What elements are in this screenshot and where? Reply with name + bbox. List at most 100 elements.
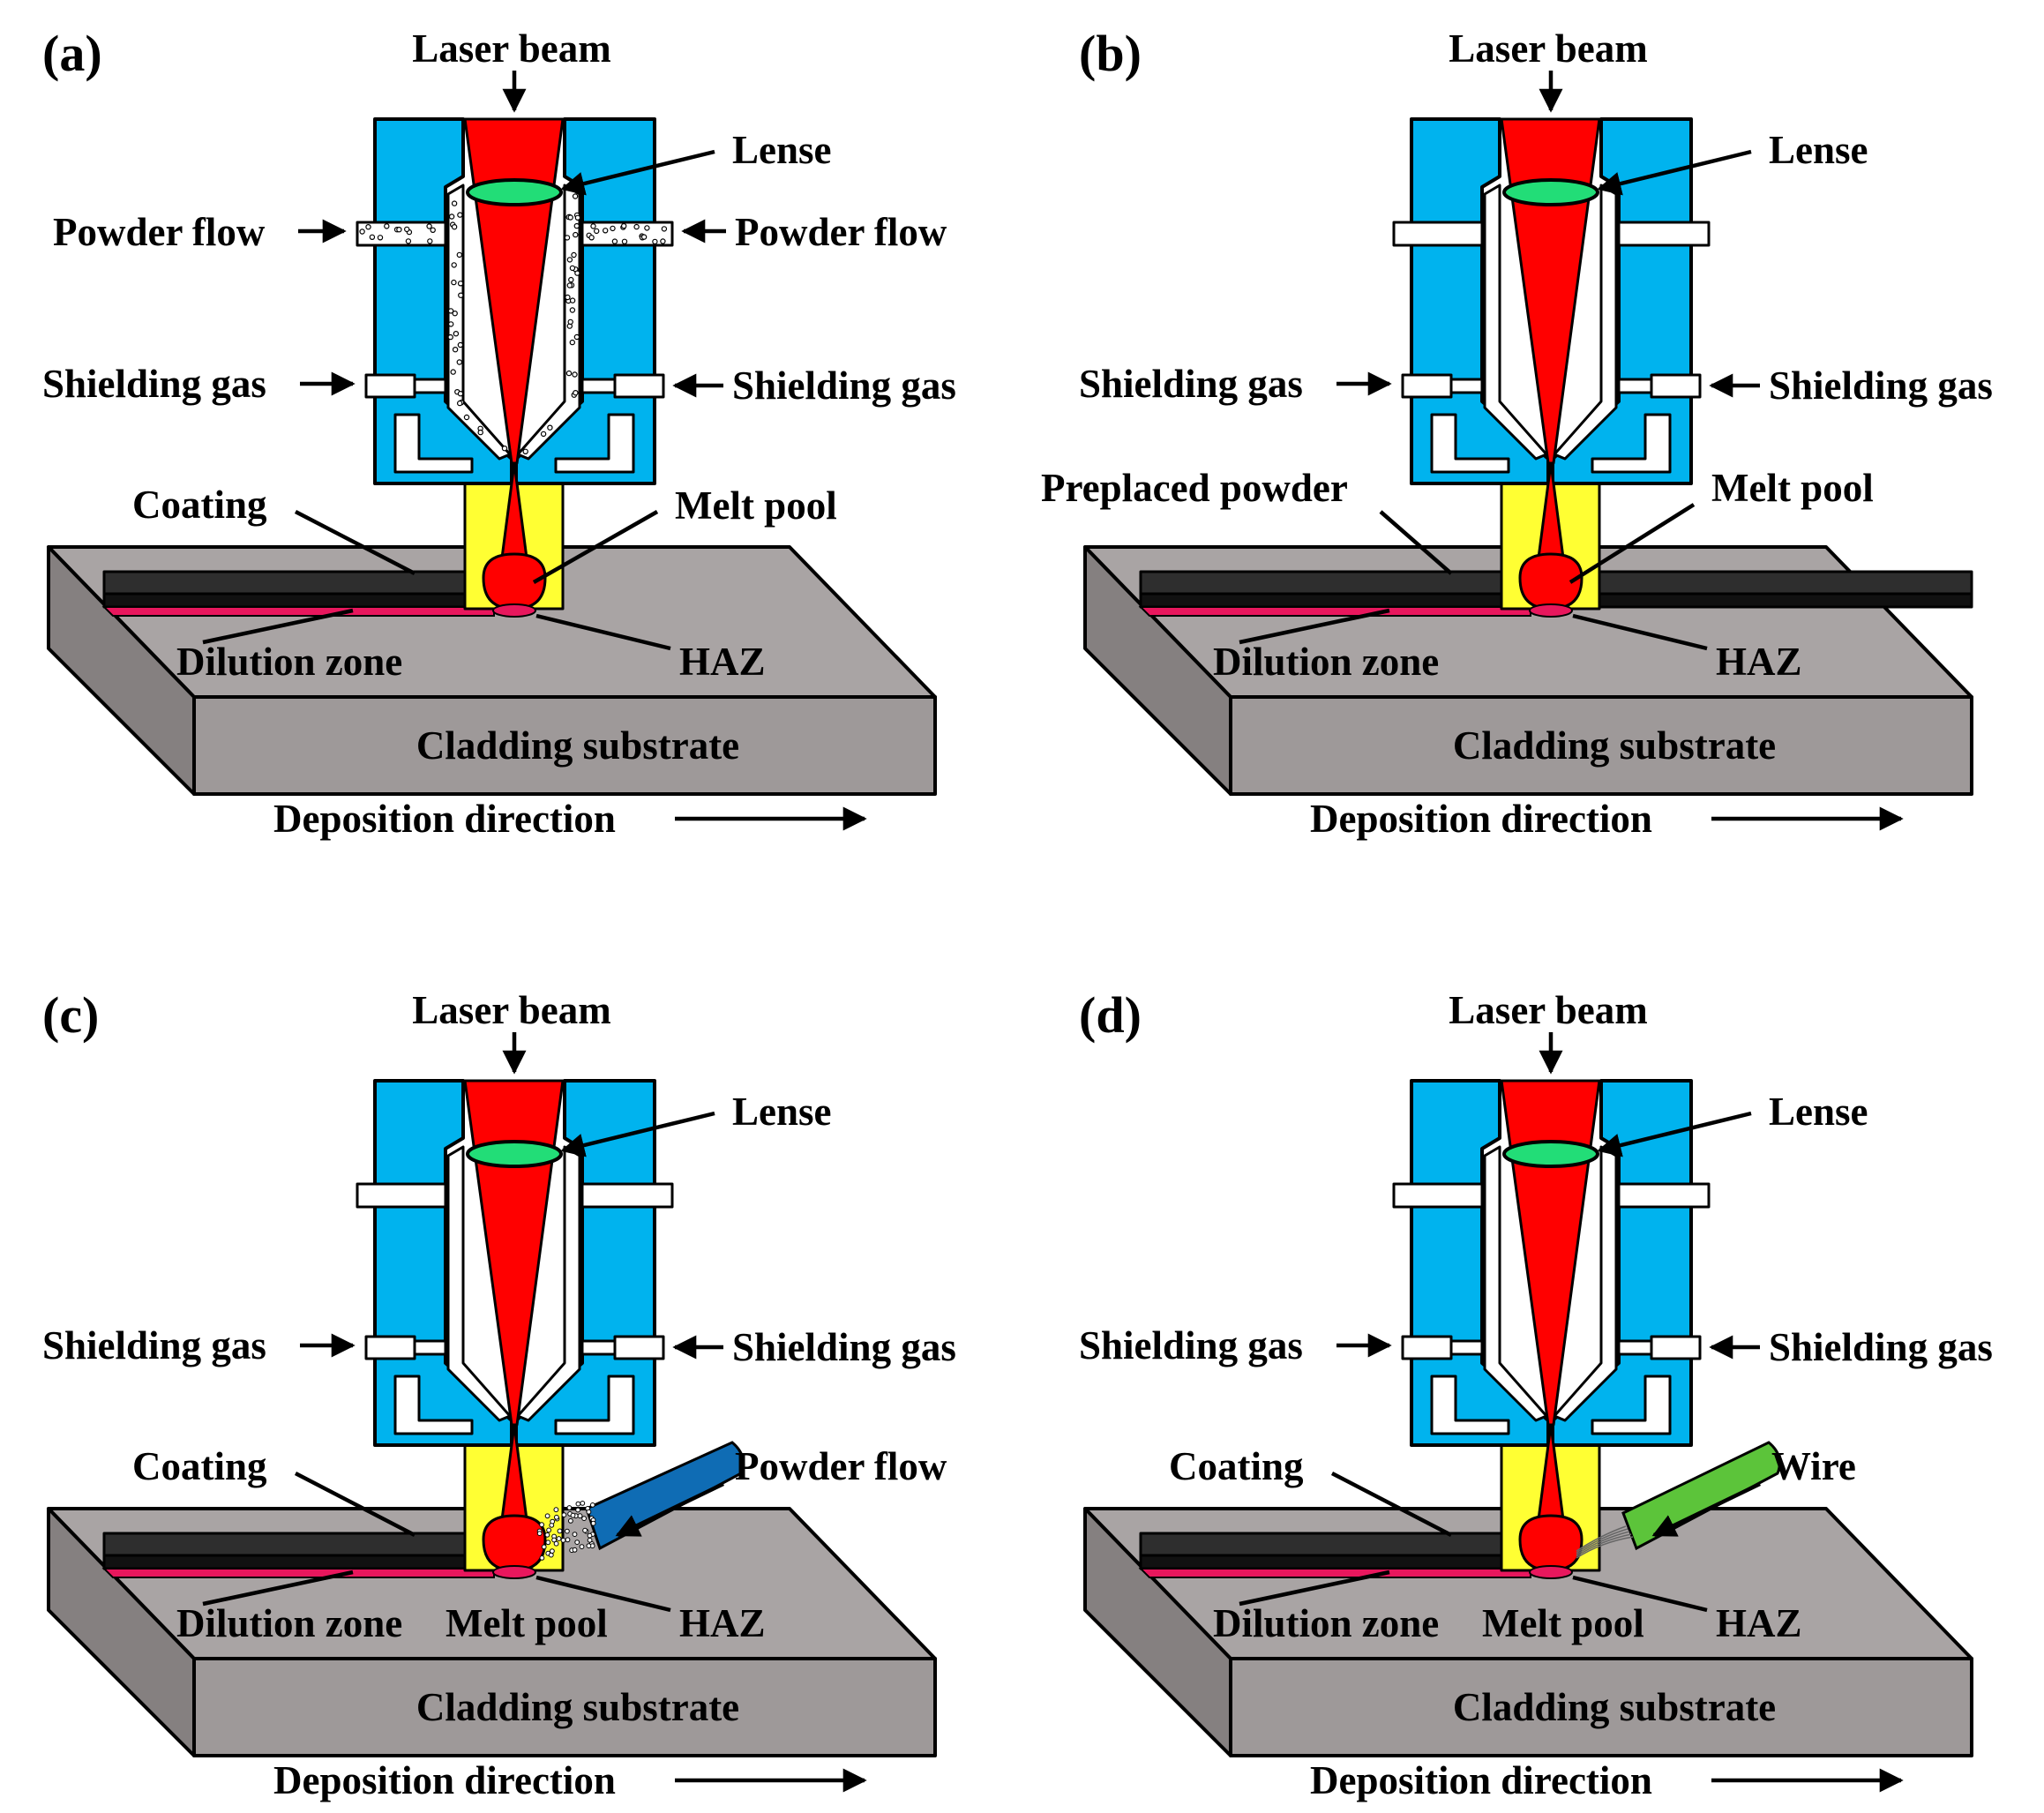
deposition-direction-label: Deposition direction: [1310, 1758, 1652, 1802]
shielding-gas-port-right: [613, 1335, 665, 1360]
upper-port-right: [1617, 221, 1711, 247]
dilution-zone-leader: [202, 1570, 354, 1607]
nozzle-recess-left: [393, 413, 474, 474]
melt-pool: [1518, 1514, 1584, 1572]
melt-pool-leader: [1569, 503, 1696, 584]
cladding-substrate-label: Cladding substrate: [1453, 723, 1776, 768]
melt-pool-label: Melt pool: [445, 1601, 608, 1645]
coating-top: [1139, 1532, 1515, 1557]
dilution-zone-strip: [101, 606, 495, 617]
shielding-gas-port-right: [613, 373, 665, 399]
shielding-gas-port-left: [1401, 373, 1453, 399]
shielding-gas-left-label: Shielding gas: [1079, 1323, 1303, 1367]
nozzle-recess-right: [554, 413, 635, 474]
lense-label: Lense: [732, 128, 832, 172]
shielding-gas-right-label: Shielding gas: [732, 1325, 956, 1369]
laser-beam-label: Laser beam: [412, 26, 610, 71]
shielding-gas-left-label: Shielding gas: [1079, 362, 1303, 406]
lens: [1502, 1140, 1599, 1168]
coating-top: [102, 570, 478, 596]
preplaced-powder-label: Preplaced powder: [1041, 466, 1348, 510]
laser-beam-label: Laser beam: [1449, 26, 1647, 71]
cladding-substrate-label: Cladding substrate: [416, 723, 739, 768]
melt-pool-label: Melt pool: [675, 483, 837, 528]
cladding-nozzle: [356, 1079, 674, 1447]
upper-port-left: [356, 1182, 447, 1209]
coating-front: [102, 1554, 478, 1570]
nozzle-recess-right: [554, 1375, 635, 1435]
lense-leader: [560, 1111, 715, 1157]
powder-flow-arrow: [615, 1481, 724, 1538]
lense-leader: [1597, 1111, 1752, 1157]
laser-beam-label: Laser beam: [1449, 988, 1647, 1032]
gas-channel-right: [580, 378, 617, 394]
powder-particles-icon: [359, 193, 668, 454]
panel-label: (c): [42, 986, 99, 1044]
deposition-direction-label: Deposition direction: [1310, 797, 1652, 841]
haz-leader: [535, 1575, 671, 1613]
cladding-nozzle: [1392, 1079, 1711, 1447]
melt-pool-label: Melt pool: [1711, 466, 1874, 510]
lens: [466, 178, 563, 206]
wire-strands: [1576, 1525, 1634, 1559]
substrate-side-face: [1083, 1507, 1232, 1757]
lense-leader: [560, 149, 715, 196]
coating-layer: [1139, 1532, 1515, 1570]
coating-leader: [294, 510, 416, 575]
melt-pool: [482, 1514, 547, 1572]
shielding-gas-port-right: [1650, 1335, 1702, 1360]
shielding-gas-port-right: [1650, 373, 1702, 399]
dilution-zone-label: Dilution zone: [1213, 640, 1439, 684]
preplaced-powder-leader: [1379, 510, 1453, 575]
haz-leader: [1572, 1575, 1708, 1613]
haz-region: [1529, 603, 1573, 618]
cladding-substrate-label: Cladding substrate: [1453, 1685, 1776, 1729]
upper-port-left: [1392, 221, 1484, 247]
dilution-zone-strip: [101, 1568, 495, 1578]
powder-flow-label: Powder flow: [735, 1444, 947, 1488]
haz-leader: [535, 613, 671, 651]
gas-channel-left: [413, 1339, 447, 1356]
gas-channel-left: [1449, 378, 1484, 394]
substrate-side-face: [1083, 545, 1232, 796]
deposition-direction-label: Deposition direction: [273, 797, 616, 841]
powder-flow-right-label: Powder flow: [735, 210, 947, 254]
laser-beam-upper: [1500, 1079, 1601, 1427]
lens: [1502, 178, 1599, 206]
lense-label: Lense: [1769, 1090, 1868, 1134]
powder-flow-left-label: Powder flow: [53, 210, 266, 254]
haz-label: HAZ: [679, 1601, 766, 1645]
laser-beam-upper: [463, 117, 565, 465]
shielding-gas-right-label: Shielding gas: [732, 363, 956, 408]
haz-label: HAZ: [1716, 1601, 1802, 1645]
coating-leader: [1330, 1472, 1453, 1537]
shielding-gas-port-left: [1401, 1335, 1453, 1360]
coating-label: Coating: [132, 1444, 267, 1488]
powder-particles-icon: [536, 1501, 596, 1561]
haz-leader: [1572, 613, 1708, 651]
coating-label: Coating: [132, 483, 267, 527]
dilution-zone-leader: [1239, 1570, 1390, 1607]
haz-region: [1529, 1565, 1573, 1579]
gas-channel-right: [580, 1339, 617, 1356]
substrate-side-face: [47, 545, 196, 796]
lense-leader: [1597, 149, 1752, 196]
melt-pool-label: Melt pool: [1482, 1601, 1644, 1645]
coating-front: [1139, 1554, 1515, 1570]
lens: [466, 1140, 563, 1168]
shielding-gas-port-left: [364, 373, 416, 399]
shielding-gas-left-label: Shielding gas: [42, 362, 266, 406]
dilution-zone-label: Dilution zone: [176, 640, 402, 684]
upper-port-right: [1617, 1182, 1711, 1209]
panel-label: (a): [42, 25, 102, 82]
nozzle-recess-left: [1430, 413, 1510, 474]
panel-label: (b): [1079, 25, 1142, 82]
dilution-zone-leader: [202, 608, 354, 645]
deposition-direction-label: Deposition direction: [273, 1758, 616, 1802]
coating-front: [102, 592, 478, 609]
panel-label: (d): [1079, 986, 1142, 1044]
